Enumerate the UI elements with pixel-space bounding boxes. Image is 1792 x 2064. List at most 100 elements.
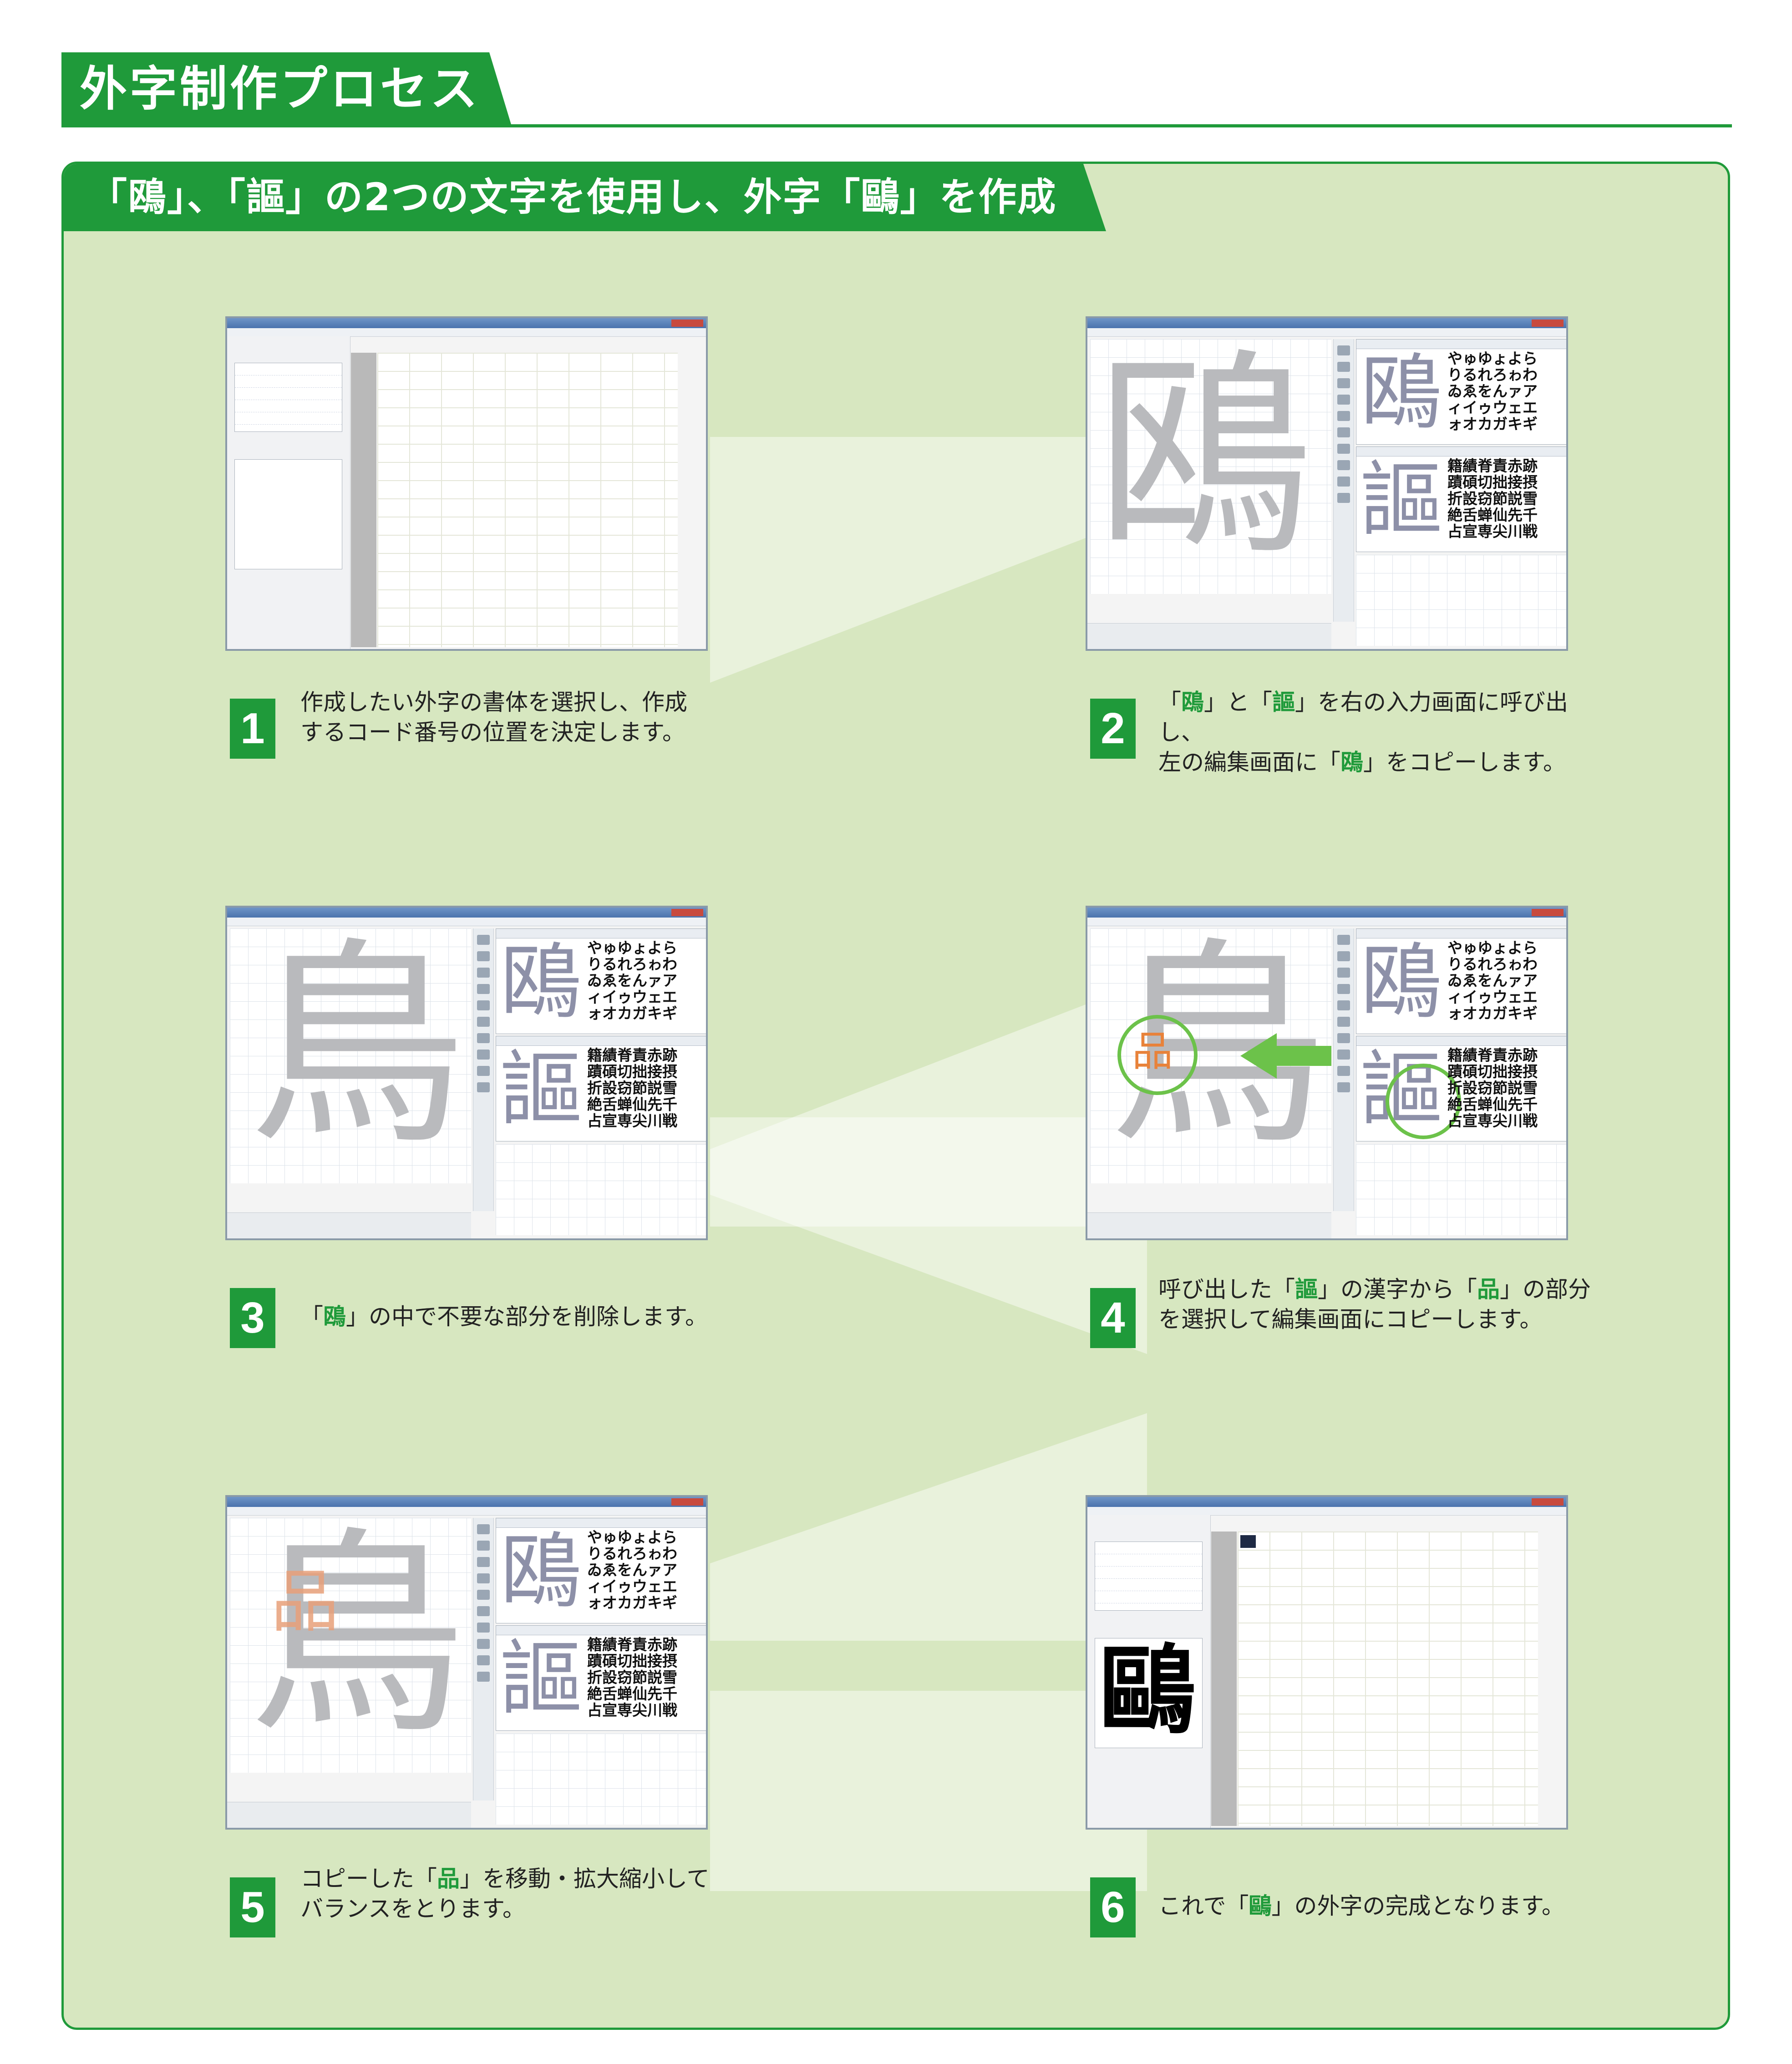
kanji-row: 蹟碩切拙接摂 <box>1447 1063 1538 1080</box>
kanji-row: 絶舌蝉仙先千 <box>587 1685 677 1703</box>
step-6-text: これで「鷗」の外字の完成となります。 <box>1158 1893 1564 1919</box>
edit-canvas[interactable]: 鴎 <box>1090 339 1331 594</box>
pane-glyph: 謳 <box>1360 453 1442 548</box>
kana-row: ォオカガキギ <box>587 1594 677 1612</box>
kana-row: りるれろゎわ <box>1447 366 1538 384</box>
menu-bar <box>1087 328 1566 337</box>
edit-canvas[interactable]: 鳥 品 <box>1090 928 1331 1183</box>
blank-pane[interactable] <box>1356 1144 1566 1235</box>
menu-bar <box>1087 918 1566 926</box>
window-titlebar <box>227 1497 706 1507</box>
window-titlebar <box>1087 1497 1566 1507</box>
process-panel: 「鴎」、「謳」の2つの文字を使用し、外字「鷗」を作成 鴎 鴎 やゅゆょよら <box>61 162 1730 2030</box>
preview-box: 鷗 <box>1095 1638 1203 1748</box>
blank-pane[interactable] <box>1356 555 1566 646</box>
input-pane-bottom[interactable]: 謳 籍績脊責赤跡 蹟碩切拙接摂 折設窃節説雪 絶舌蝉仙先千 占宣専尖川戦 <box>496 1625 706 1731</box>
character-code-grid[interactable] <box>1238 1532 1538 1826</box>
preview-box <box>234 459 342 569</box>
status-bar <box>1087 1212 1331 1238</box>
kanji-row: 籍績脊責赤跡 <box>587 1046 677 1064</box>
kana-row: やゅゆょよら <box>587 1528 677 1546</box>
kana-row: ォオカガキギ <box>1447 415 1538 433</box>
kana-row: ォオカガキギ <box>1447 1004 1538 1022</box>
edit-canvas[interactable]: 鳥 <box>230 928 471 1183</box>
step-3-badge: 3 <box>230 1288 275 1348</box>
window-controls[interactable] <box>1532 319 1564 327</box>
kanji-row: 折設窃節説雪 <box>587 1668 677 1686</box>
kanji-row: 蹟碩切拙接摂 <box>587 1063 677 1080</box>
header-rule <box>61 124 1732 127</box>
kanji-row: 占宣専尖川戦 <box>1447 522 1538 540</box>
font-list[interactable] <box>1095 1542 1203 1611</box>
tool-strip[interactable] <box>473 928 494 1211</box>
pane-glyph: 鴎 <box>1360 935 1442 1030</box>
glyph-in-editor: 鴎 <box>1095 339 1313 584</box>
kanji-row: 籍績脊責赤跡 <box>1447 457 1538 475</box>
kana-row: りるれろゎわ <box>587 1545 677 1562</box>
kana-row: りるれろゎわ <box>587 955 677 973</box>
kanji-row: 蹟碩切拙接摂 <box>1447 473 1538 491</box>
screenshot-5: 鳥 品 鴎 やゅゆょよら りるれろゎわ ゐゑをんァア ィイゥウェエ ォオカガキギ… <box>225 1495 708 1830</box>
character-code-grid[interactable] <box>377 353 678 647</box>
window-controls[interactable] <box>671 1498 703 1506</box>
kanji-row: 絶舌蝉仙先千 <box>1447 1095 1538 1113</box>
kanji-row: 籍績脊責赤跡 <box>587 1636 677 1653</box>
input-pane-top[interactable]: 鴎 やゅゆょよら りるれろゎわ ゐゑをんァア ィイゥウェエ ォオカガキギ <box>1356 928 1566 1034</box>
registered-cell[interactable] <box>1240 1535 1256 1548</box>
screenshot-2: 鴎 鴎 やゅゆょよら りるれろゎわ ゐゑをんァア ィイゥウェエ ォオカガキギ 謳… <box>1086 316 1568 651</box>
kanji-row: 折設窃節説雪 <box>587 1079 677 1097</box>
final-glyph-preview: 鷗 <box>1100 1634 1196 1747</box>
kana-row: ィイゥウェエ <box>587 988 677 1006</box>
step-1-badge: 1 <box>230 699 275 759</box>
input-pane-top[interactable]: 鴎 やゅゆょよら りるれろゎわ ゐゑをんァア ィイゥウェエ ォオカガキギ <box>496 928 706 1034</box>
step-3-text: 「鴎」の中で不要な部分を削除します。 <box>300 1303 708 1330</box>
input-pane-bottom[interactable]: 謳 籍績脊責赤跡 蹟碩切拙接摂 折設窃節説雪 絶舌蝉仙先千 占宣専尖川戦 <box>1356 446 1566 552</box>
connector-band <box>710 1413 1147 1641</box>
screenshot-3: 鳥 鴎 やゅゆょよら りるれろゎわ ゐゑをんァア ィイゥウェエ ォオカガキギ 謳… <box>225 906 708 1240</box>
menu-bar <box>227 918 706 926</box>
status-bar <box>227 1802 471 1828</box>
step-6-badge: 6 <box>1090 1877 1136 1937</box>
input-pane-top[interactable]: 鴎 やゅゆょよら りるれろゎわ ゐゑをんァア ィイゥウェエ ォオカガキギ <box>496 1518 706 1623</box>
font-select-panel: 鷗 <box>1087 1515 1211 1828</box>
input-pane-top[interactable]: 鴎 やゅゆょよら りるれろゎわ ゐゑをんァア ィイゥウェエ ォオカガキギ <box>1356 339 1566 445</box>
font-list[interactable] <box>234 363 342 432</box>
pasted-hin: 品 <box>1132 1028 1173 1075</box>
connector-band <box>710 437 1147 683</box>
input-pane-bottom[interactable]: 謳 籍績脊責赤跡 蹟碩切拙接摂 折設窃節説雪 絶舌蝉仙先千 占宣専尖川戦 <box>496 1036 706 1141</box>
pane-glyph: 謳 <box>500 1632 582 1727</box>
scaled-hin[interactable]: 品 <box>271 1562 340 1642</box>
tool-strip[interactable] <box>473 1518 494 1800</box>
screenshot-6: 鷗 <box>1086 1495 1568 1830</box>
window-titlebar <box>227 318 706 328</box>
tool-strip[interactable] <box>1333 339 1354 622</box>
window-controls[interactable] <box>1532 1498 1564 1506</box>
edit-canvas[interactable]: 鳥 品 <box>230 1518 471 1773</box>
kanji-row: 絶舌蝉仙先千 <box>587 1095 677 1113</box>
kana-row: ィイゥウェエ <box>1447 988 1538 1006</box>
connector-band <box>710 1117 1147 1354</box>
step-4-badge: 4 <box>1090 1288 1136 1348</box>
window-controls[interactable] <box>1532 909 1564 916</box>
kanji-row: 蹟碩切拙接摂 <box>587 1652 677 1670</box>
blank-pane[interactable] <box>496 1734 706 1825</box>
kana-row: りるれろゎわ <box>1447 955 1538 973</box>
font-select-panel <box>227 336 350 649</box>
step-2-badge: 2 <box>1090 699 1136 759</box>
kana-row: ィイゥウェエ <box>1447 399 1538 416</box>
kana-row: ゐゑをんァア <box>1447 972 1538 989</box>
step-5-badge: 5 <box>230 1877 275 1937</box>
status-bar <box>227 1212 471 1238</box>
target-circle <box>1117 1015 1198 1095</box>
tool-strip[interactable] <box>1333 928 1354 1211</box>
kanji-row: 折設窃節説雪 <box>1447 490 1538 507</box>
header-bar <box>61 52 512 127</box>
blank-pane[interactable] <box>496 1144 706 1235</box>
status-bar <box>1087 623 1331 649</box>
input-pane-bottom[interactable]: 謳 籍績脊責赤跡 蹟碩切拙接摂 折設窃節説雪 絶舌蝉仙先千 占宣専尖川戦 <box>1356 1036 1566 1141</box>
page-title: 外字制作プロセス <box>80 61 481 117</box>
step-1-text: 作成したい外字の書体を選択し、作成するコード番号の位置を決定します。 <box>300 689 687 745</box>
window-controls[interactable] <box>671 319 703 327</box>
code-column <box>1211 1532 1237 1826</box>
window-controls[interactable] <box>671 909 703 916</box>
